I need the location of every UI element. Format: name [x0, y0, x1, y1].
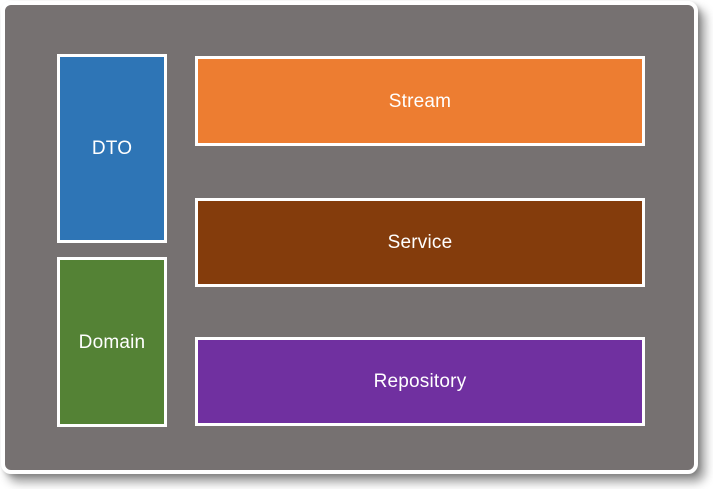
dto-box: DTO — [57, 54, 167, 243]
diagram-background-panel: DTO Domain Stream Service Repository — [1, 1, 698, 474]
service-box: Service — [195, 198, 645, 287]
service-box-label: Service — [387, 232, 453, 253]
stream-box: Stream — [195, 56, 645, 146]
repository-box: Repository — [195, 337, 645, 426]
stream-box-label: Stream — [388, 90, 452, 112]
domain-box: Domain — [57, 257, 167, 427]
domain-box-label: Domain — [78, 331, 146, 353]
repository-box-label: Repository — [373, 371, 467, 392]
dto-box-label: DTO — [91, 138, 133, 159]
